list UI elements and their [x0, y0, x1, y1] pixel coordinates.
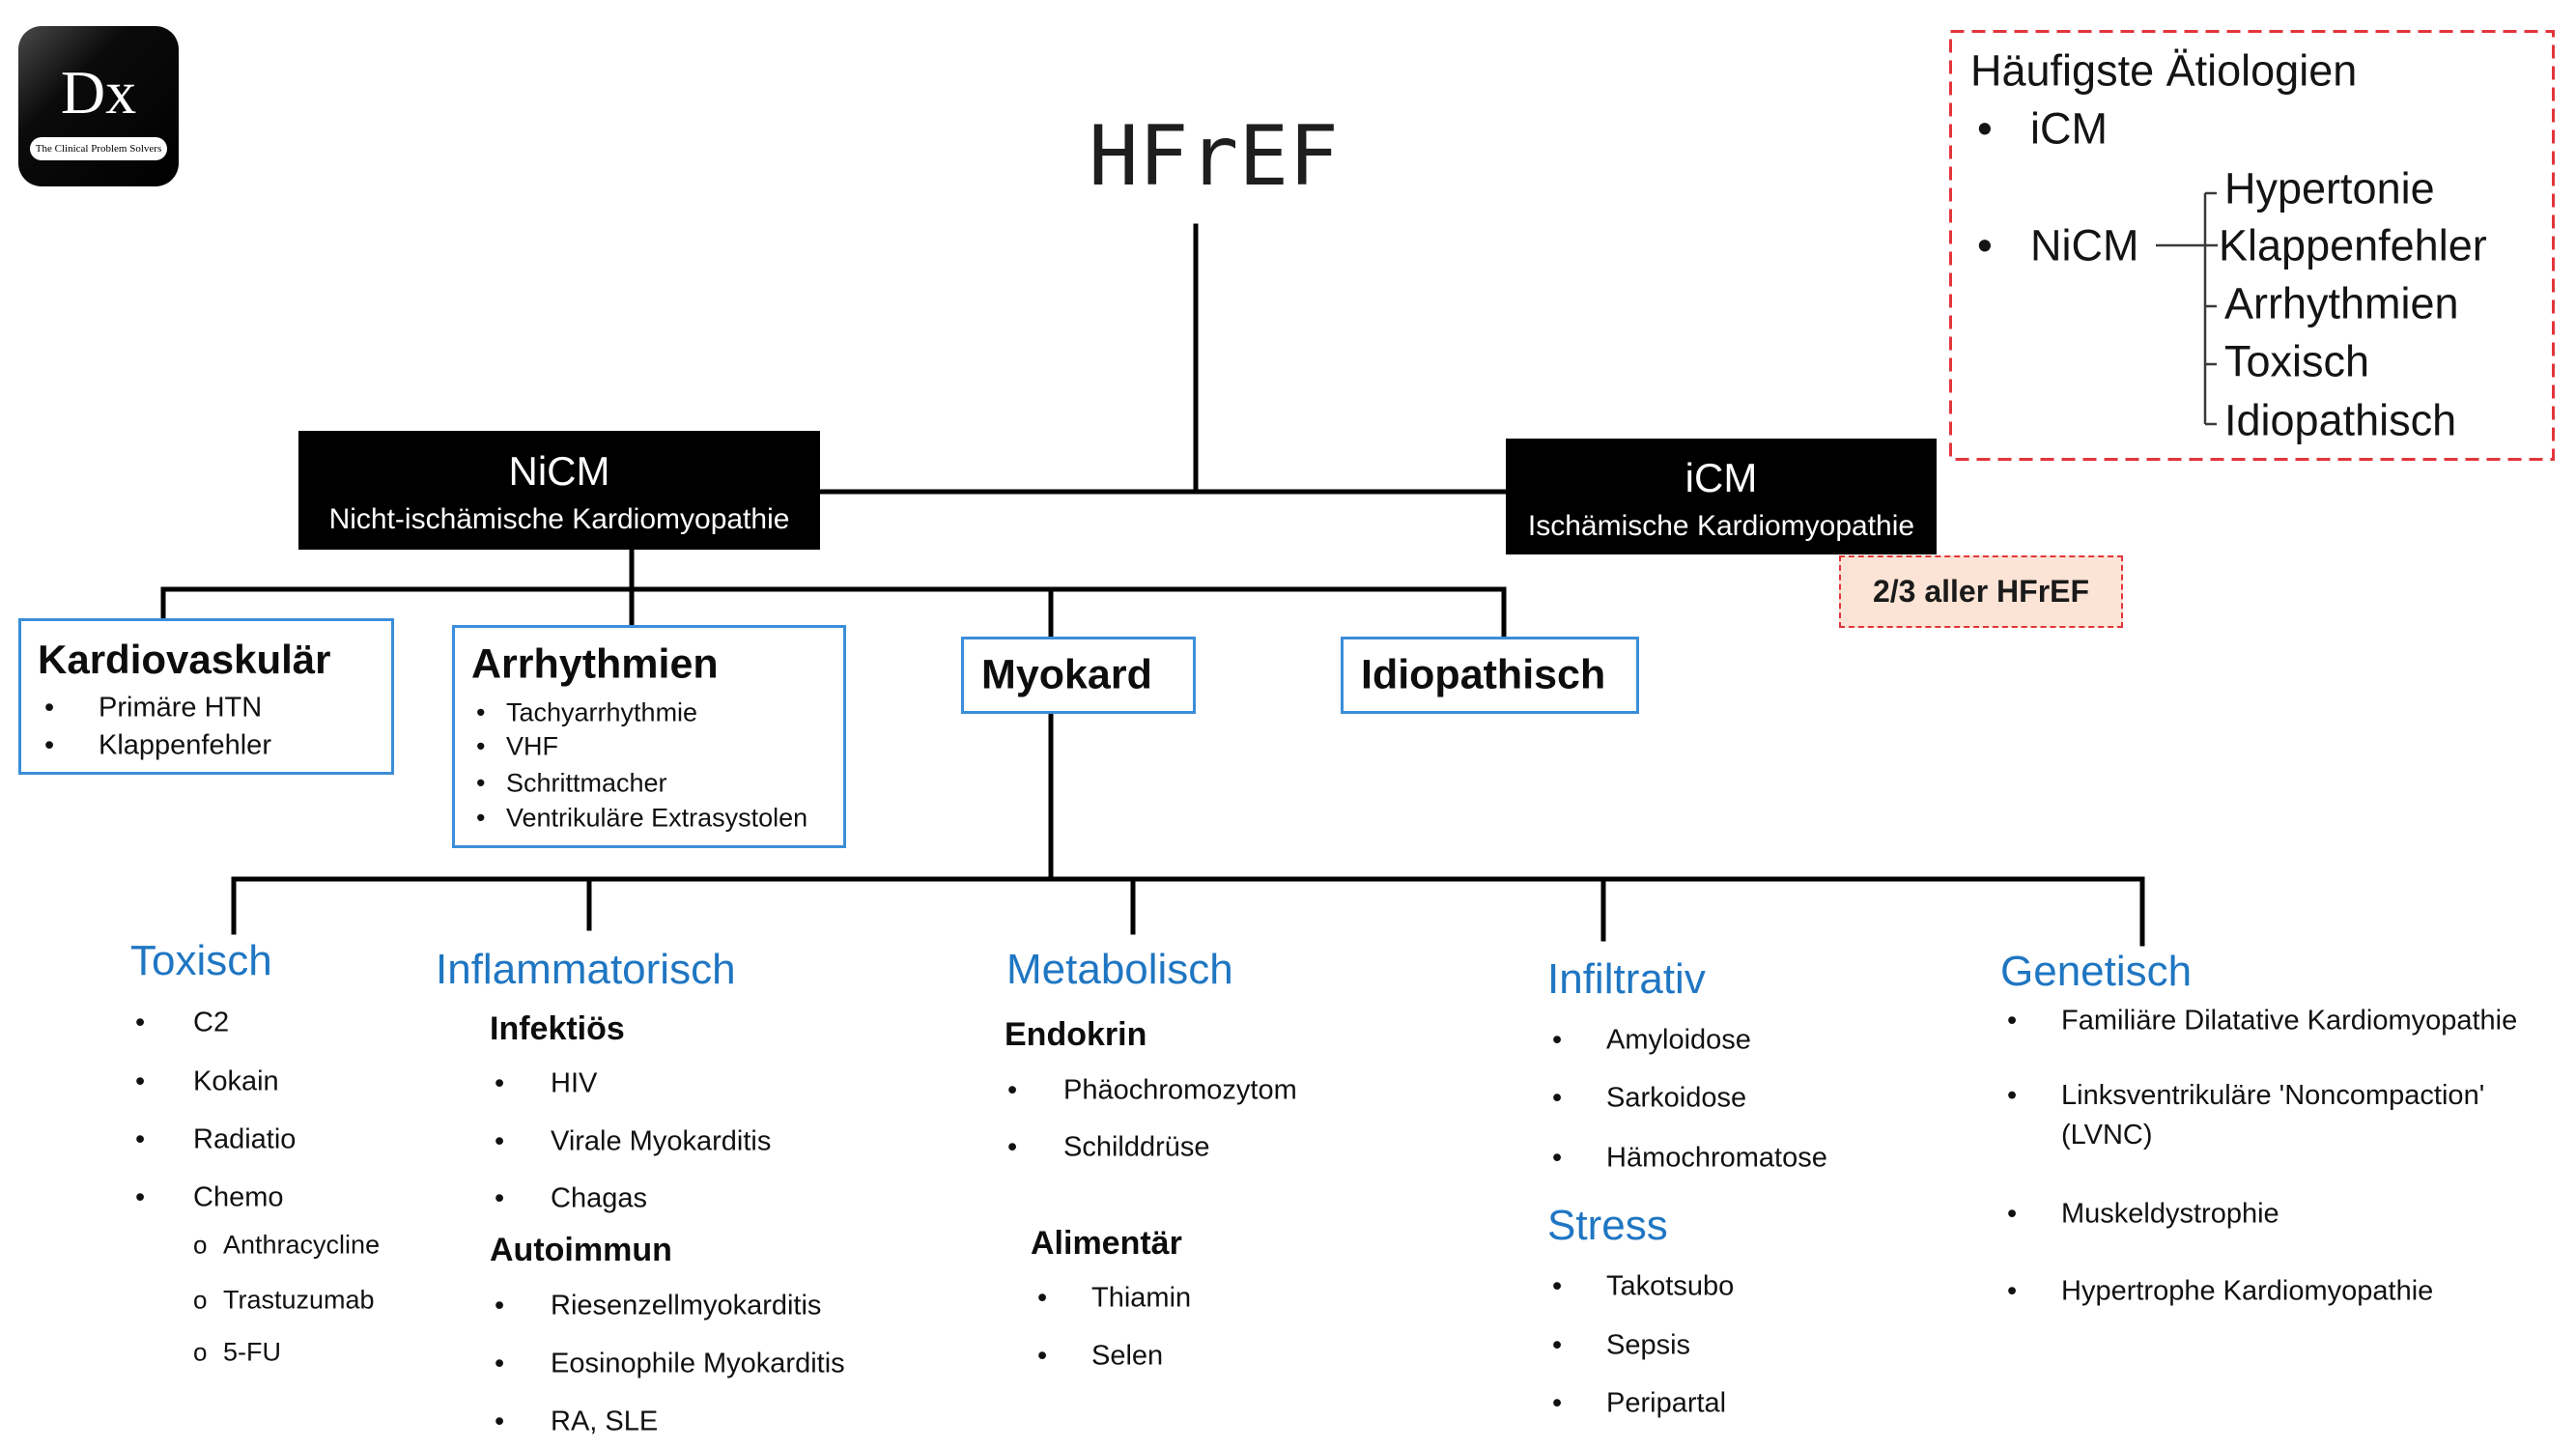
list-item: Peripartal [1552, 1389, 1726, 1418]
list-item: Tachyarrhythmie [476, 699, 697, 726]
sub-list-item: Anthracycline [193, 1232, 380, 1259]
list-item: Virale Myokarditis [495, 1127, 771, 1156]
list-item: Schrittmacher [476, 770, 666, 797]
branch-icm-box: iCM Ischämische Kardiomyopathie [1506, 439, 1937, 554]
nicm-cause-item: Hypertonie [2224, 163, 2435, 213]
list-item: Chemo [135, 1183, 283, 1212]
app-logo: Dx The Clinical Problem Solvers [18, 26, 179, 186]
myokard-category-genetisch: Genetisch [2000, 948, 2193, 995]
common-etiology-item: NiCM [1977, 224, 2139, 268]
list-item: RA, SLE [495, 1407, 658, 1436]
list-item: Ventrikuläre Extrasystolen [476, 805, 807, 832]
category-title-myokard: Myokard [981, 651, 1152, 698]
category-title-arrhythmien: Arrhythmien [471, 640, 719, 688]
sub-list-item: Trastuzumab [193, 1287, 374, 1314]
list-item: C2 [135, 1009, 229, 1037]
branch-nicm-box: NiCM Nicht-ischämische Kardiomyopathie [298, 431, 820, 550]
nicm-cause-item: Klappenfehler [2219, 220, 2487, 270]
list-item: Schilddrüse [1007, 1133, 1209, 1162]
category-box-kardiovaskulaer: Kardiovaskulär Primäre HTN Klappenfehler [18, 618, 394, 775]
group-title-alimentaer: Alimentär [1031, 1225, 1182, 1262]
category-title-kardiovaskulaer: Kardiovaskulär [38, 637, 331, 682]
list-item: Phäochromozytom [1007, 1076, 1297, 1105]
sub-list-item: 5-FU [193, 1339, 281, 1366]
list-item: Sepsis [1552, 1331, 1690, 1360]
common-etiology-item: iCM [1977, 107, 2108, 151]
common-etiologies-title: Häufigste Ätiologien [1970, 45, 2358, 96]
myokard-category-toxisch: Toxisch [130, 937, 272, 984]
list-item: Chagas [495, 1184, 647, 1213]
nicm-cause-item: Idiopathisch [2224, 395, 2457, 445]
category-box-myokard: Myokard [961, 637, 1196, 714]
logo-tagline: The Clinical Problem Solvers [35, 143, 162, 155]
group-title-infektioes: Infektiös [490, 1010, 625, 1047]
category-box-idiopathisch: Idiopathisch [1341, 637, 1639, 714]
logo-mark: Dx [60, 58, 137, 127]
list-item: Radiatio [135, 1125, 297, 1154]
category-title-idiopathisch: Idiopathisch [1361, 651, 1606, 698]
myokard-category-metabolisch: Metabolisch [1006, 946, 1233, 993]
myokard-category-stress: Stress [1547, 1202, 1668, 1249]
list-item: VHF [476, 733, 558, 760]
list-item: Primäre HTN [44, 694, 262, 723]
icm-share-note-text: 2/3 aller HFrEF [1872, 574, 2090, 609]
list-item: Familiäre Dilatative Kardiomyopathie [2007, 1007, 2517, 1036]
list-item: Sarkoidose [1552, 1084, 1746, 1113]
list-item: Kokain [135, 1067, 278, 1096]
list-item: Klappenfehler [44, 731, 271, 760]
list-item: Linksventrikuläre 'Noncompaction' (LVNC) [2007, 1076, 2525, 1155]
list-item: Muskeldystrophie [2007, 1200, 2279, 1229]
logo-tagline-pill: The Clinical Problem Solvers [30, 137, 167, 160]
list-item: Eosinophile Myokarditis [495, 1350, 845, 1378]
branch-icm-sublabel: Ischämische Kardiomyopathie [1527, 510, 1915, 542]
common-etiologies-frame [1949, 30, 2555, 461]
dashed-border [1949, 30, 2555, 461]
list-item: HIV [495, 1069, 598, 1098]
list-item: Takotsubo [1552, 1272, 1734, 1301]
list-item: Amyloidose [1552, 1026, 1751, 1055]
list-item: Hämochromatose [1552, 1144, 1827, 1173]
branch-nicm-label: NiCM [508, 448, 610, 494]
list-item: Hypertrophe Kardiomyopathie [2007, 1277, 2433, 1306]
list-item: Riesenzellmyokarditis [495, 1292, 822, 1321]
common-etiologies-box: Häufigste Ätiologien iCM NiCM Hypertonie… [1949, 30, 2555, 461]
icm-share-note: 2/3 aller HFrEF [1839, 555, 2123, 628]
nicm-cause-item: Toxisch [2224, 336, 2370, 386]
category-box-arrhythmien: Arrhythmien Tachyarrhythmie VHF Schrittm… [452, 625, 846, 848]
myokard-category-infiltrativ: Infiltrativ [1547, 955, 1706, 1003]
diagram-title: HFrEF [1089, 108, 1339, 205]
nicm-cause-item: Arrhythmien [2224, 278, 2459, 328]
list-item: Selen [1037, 1342, 1163, 1371]
myokard-category-inflammatorisch: Inflammatorisch [436, 946, 736, 993]
list-item: Thiamin [1037, 1284, 1191, 1313]
group-title-endokrin: Endokrin [1005, 1016, 1147, 1053]
branch-icm-label: iCM [1684, 455, 1758, 500]
branch-nicm-sublabel: Nicht-ischämische Kardiomyopathie [328, 503, 790, 535]
group-title-autoimmun: Autoimmun [490, 1232, 672, 1268]
